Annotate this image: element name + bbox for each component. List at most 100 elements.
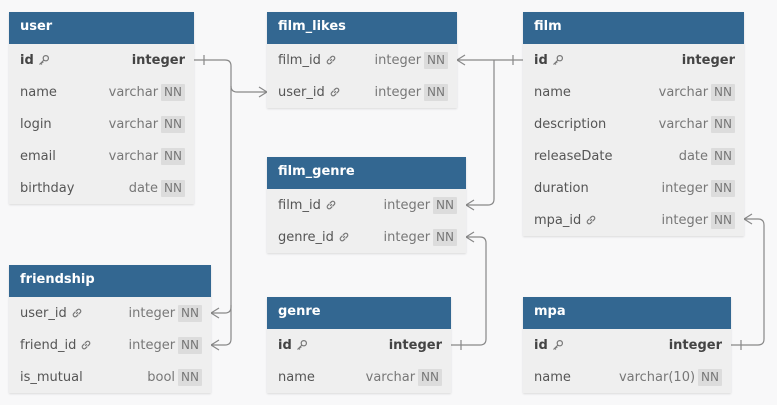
key-icon [552,339,564,351]
field-type: date [128,180,159,196]
key-icon [552,54,564,66]
link-icon [585,214,597,226]
not-null-badge: NN [161,179,185,197]
field-type: date [678,148,709,164]
field-name-text: user_id [278,84,325,100]
field-name-text: name [20,84,57,100]
field-type: varchar [658,116,709,132]
field-type: integer [128,305,176,321]
link-icon [338,231,350,243]
field-name-text: name [534,369,571,385]
field-type: integer [668,337,722,353]
table-header[interactable]: film_likes [267,12,457,44]
field-name-text: film_id [278,197,321,213]
field-name: birthday [20,181,74,196]
not-null-badge: NN [711,179,735,197]
not-null-badge: NN [161,147,185,165]
relation-film-film-likes [456,54,523,66]
field-name: name [278,370,315,385]
field-name-text: friend_id [20,337,77,353]
field-type: varchar [108,84,159,100]
field-type: varchar(10) [618,369,696,385]
not-null-badge: NN [161,83,185,101]
field-name: login [20,117,52,132]
field-row[interactable]: id integer [523,329,731,361]
field-name-text: duration [534,180,589,196]
not-null-badge: NN [711,83,735,101]
field-type: varchar [108,116,159,132]
not-null-badge: NN [711,211,735,229]
field-name-text: mpa_id [534,212,582,228]
table-header[interactable]: genre [267,297,451,329]
field-name-text: email [20,148,56,164]
field-name: id [278,338,308,353]
field-name-text: description [534,116,607,132]
field-name-text: releaseDate [534,148,613,164]
not-null-badge: NN [418,368,442,386]
field-name-text: name [278,369,315,385]
field-type: integer [383,229,431,245]
not-null-badge: NN [424,51,448,69]
field-type: varchar [365,369,416,385]
field-type: integer [383,197,431,213]
field-type: integer [374,84,422,100]
field-name-text: id [20,52,34,68]
field-name-text: name [534,84,571,100]
field-type: bool [147,369,176,385]
table-header[interactable]: mpa [523,297,731,329]
field-name: name [534,370,571,385]
field-type: integer [661,180,709,196]
field-name: film_id [278,198,337,213]
link-icon [80,339,92,351]
table-header[interactable]: film_genre [267,157,466,189]
field-name-text: film_id [278,52,321,68]
field-name-text: id [534,52,548,68]
table-header[interactable]: friendship [9,265,211,297]
field-name-text: id [534,337,548,353]
relation-user-film-likes [194,55,268,98]
relation-user-friendship-user [210,86,232,319]
field-name: mpa_id [534,213,597,228]
table-header[interactable]: film [523,12,744,44]
link-icon [329,86,341,98]
field-name: email [20,149,56,164]
field-type: varchar [108,148,159,164]
field-name: id [534,53,564,68]
field-name: id [534,338,564,353]
field-name: name [534,85,571,100]
field-name-text: id [278,337,292,353]
table-header[interactable]: user [9,12,194,44]
not-null-badge: NN [178,304,202,322]
field-name: duration [534,181,589,196]
field-type: integer [128,337,176,353]
